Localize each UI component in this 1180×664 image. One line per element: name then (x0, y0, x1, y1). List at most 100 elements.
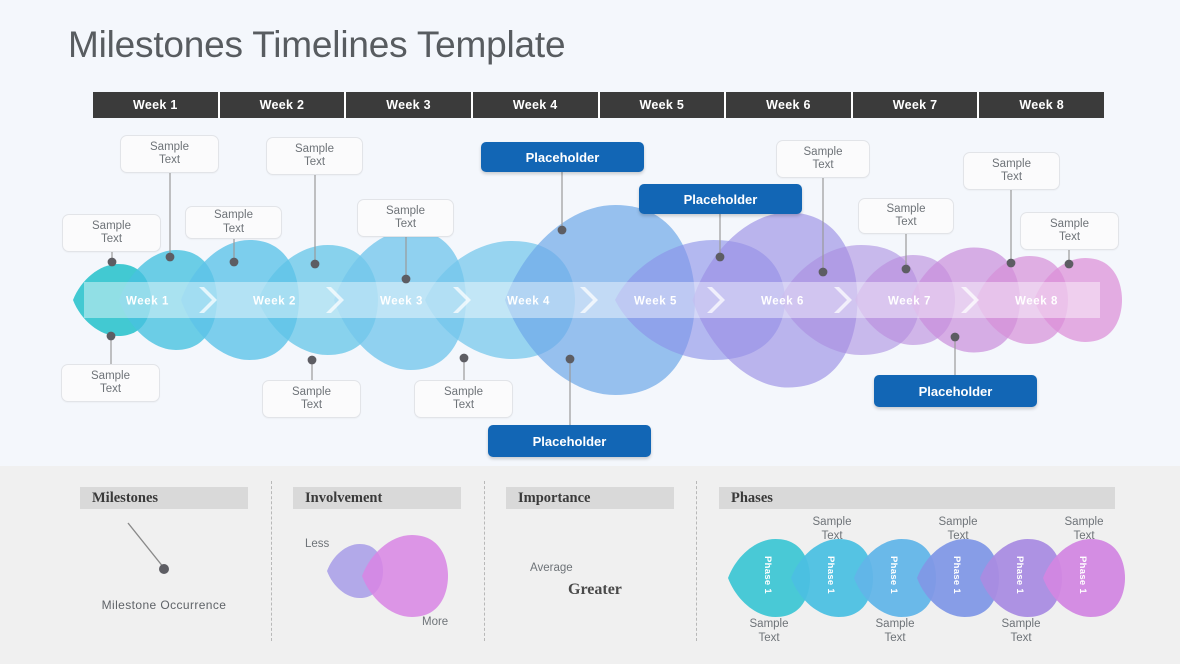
legend-header-involvement: Involvement (293, 487, 461, 509)
phase-drop[interactable] (917, 539, 999, 617)
milestone-dot[interactable] (1064, 259, 1074, 269)
milestone-dot[interactable] (310, 259, 320, 269)
week-header-cell[interactable]: Week 8 (979, 92, 1104, 118)
milestone-dot[interactable] (557, 225, 567, 235)
phase-label: Phase 1 (762, 556, 773, 595)
week-header-cell[interactable]: Week 6 (726, 92, 853, 118)
week-band-label[interactable]: Week 2 (253, 296, 296, 308)
involvement-symbol (327, 535, 448, 617)
week-band-label[interactable]: Week 8 (1015, 296, 1058, 308)
callout-sample-text[interactable]: Sample Text (120, 135, 219, 173)
placeholder-box[interactable]: Placeholder (488, 425, 651, 457)
week-band-label[interactable]: Week 1 (126, 296, 169, 308)
timeline-drop (181, 240, 299, 360)
timeline-graphic: Week 1 Week 2 Week 3 Week 4 Week 5 Week 6 Week… (73, 172, 1122, 425)
callout-sample-text[interactable]: Sample Text (185, 206, 282, 239)
legend-header-phases: Phases (719, 487, 1115, 509)
week-band-chevron (326, 287, 344, 313)
callout-sample-text[interactable]: Sample Text (357, 199, 454, 237)
phase-drop[interactable] (980, 539, 1062, 617)
week-band-chevron (580, 287, 598, 313)
phase-label: Phase 1 (1077, 556, 1088, 595)
week-band-chevron (834, 287, 852, 313)
week-band-label[interactable]: Week 7 (888, 296, 931, 308)
involvement-large-drop (362, 535, 448, 617)
phase-drop[interactable] (854, 539, 936, 617)
milestone-dot[interactable] (950, 332, 960, 342)
callout-sample-text[interactable]: Sample Text (262, 380, 361, 418)
milestone-legend-line (127, 522, 165, 569)
milestone-dot[interactable] (901, 264, 911, 274)
callout-sample-text[interactable]: Sample Text (776, 140, 870, 178)
legend-divider-1 (271, 481, 272, 641)
phase-caption: Sample Text (812, 516, 852, 542)
week-band-chevron (961, 287, 979, 313)
week-band-label[interactable]: Week 5 (634, 296, 677, 308)
week-header-cell[interactable]: Week 3 (346, 92, 473, 118)
phase-caption: Sample Text (938, 516, 978, 542)
milestone-dot[interactable] (307, 355, 317, 365)
week-header-cell[interactable]: Week 1 (93, 92, 220, 118)
phase-drop[interactable] (1043, 539, 1125, 617)
week-header-cell[interactable]: Week 7 (852, 92, 980, 118)
timeline-week-band: Week 1 Week 2 Week 3 Week 4 Week 5 Week 6 Week… (84, 282, 1100, 318)
milestone-dot[interactable] (106, 331, 116, 341)
timeline-drop (1034, 258, 1122, 342)
involvement-less-label: Less (305, 538, 330, 550)
phase-caption: Sample Text (749, 618, 789, 644)
legend-divider-3 (696, 481, 697, 641)
placeholder-box[interactable]: Placeholder (874, 375, 1037, 407)
timeline-drop (910, 247, 1020, 353)
timeline-drop (692, 212, 858, 388)
week-band-label[interactable]: Week 3 (380, 296, 423, 308)
phase-label: Phase 1 (1014, 556, 1025, 595)
week-band-base (84, 282, 1100, 318)
phase-caption: Sample Text (875, 618, 915, 644)
week-band-chevron (453, 287, 471, 313)
milestone-dot[interactable] (565, 354, 575, 364)
milestone-connectors (106, 172, 1074, 425)
importance-average-label: Average (530, 562, 573, 574)
phase-drop[interactable] (791, 539, 873, 617)
phase-label: Phase 1 (888, 556, 899, 595)
week-header-cell[interactable]: Week 2 (219, 92, 347, 118)
phase-label: Phase 1 (825, 556, 836, 595)
milestone-dot[interactable] (107, 257, 117, 267)
week-band-chevron (199, 287, 217, 313)
week-header-strip: Week 1 Week 2 Week 3 Week 4 Week 5 Week … (93, 92, 1104, 118)
milestone-dot[interactable] (165, 252, 175, 262)
timeline-drop (976, 256, 1068, 344)
callout-sample-text[interactable]: Sample Text (858, 198, 954, 234)
milestone-dot[interactable] (229, 257, 239, 267)
milestone-dot[interactable] (715, 252, 725, 262)
legend-header-importance: Importance (506, 487, 674, 509)
phase-caption: Sample Text (1064, 516, 1104, 542)
phase-label: Phase 1 (951, 556, 962, 595)
timeline-drop (334, 230, 466, 370)
involvement-more-label: More (422, 616, 449, 628)
callout-sample-text[interactable]: Sample Text (414, 380, 513, 418)
milestone-dot[interactable] (818, 267, 828, 277)
milestone-occurrence-caption: Milestone Occurrence (101, 598, 227, 612)
milestone-dot[interactable] (401, 274, 411, 284)
week-header-cell[interactable]: Week 5 (599, 92, 727, 118)
timeline-drop (505, 205, 695, 395)
milestone-dot[interactable] (459, 353, 469, 363)
legend-divider-2 (484, 481, 485, 641)
placeholder-box[interactable]: Placeholder (481, 142, 644, 172)
phase-drop[interactable] (728, 539, 810, 617)
callout-sample-text[interactable]: Sample Text (62, 214, 161, 252)
week-band-label[interactable]: Week 4 (507, 296, 550, 308)
milestone-dot[interactable] (1006, 258, 1016, 268)
week-band-label[interactable]: Week 6 (761, 296, 804, 308)
phase-caption: Sample Text (1001, 618, 1041, 644)
callout-sample-text[interactable]: Sample Text (61, 364, 160, 402)
callout-sample-text[interactable]: Sample Text (266, 137, 363, 175)
week-header-cell[interactable]: Week 4 (472, 92, 600, 118)
legend-header-milestones: Milestones (80, 487, 248, 509)
callout-sample-text[interactable]: Sample Text (963, 152, 1060, 190)
page-title: Milestones Timelines Template (68, 24, 566, 65)
placeholder-box[interactable]: Placeholder (639, 184, 802, 214)
callout-sample-text[interactable]: Sample Text (1020, 212, 1119, 250)
